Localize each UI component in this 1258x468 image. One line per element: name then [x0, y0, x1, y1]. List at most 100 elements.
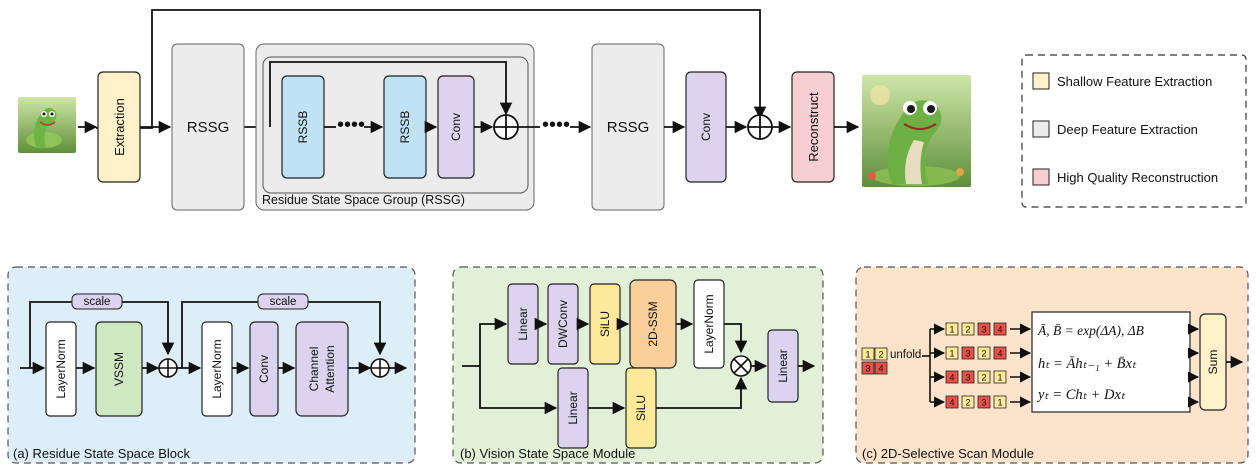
legend-item-shallow: Shallow Feature Extraction	[1032, 72, 1212, 90]
conv-block-a	[249, 321, 279, 417]
rssg-group-label: Residue State Space Group (RSSG)	[262, 193, 465, 207]
channel-attention-label-2: Attention	[323, 345, 337, 392]
scan-patch	[961, 395, 975, 409]
scan-patch	[961, 346, 975, 360]
scan-patch-label: 3	[981, 398, 986, 408]
scan-patch-label: 3	[981, 325, 986, 335]
scan-patch	[977, 370, 991, 384]
dwconv-label: DWConv	[556, 300, 570, 348]
scan-patch	[977, 346, 991, 360]
multiply-node	[730, 355, 752, 377]
layernorm-label-b: LayerNorm	[702, 294, 716, 353]
output-image	[862, 75, 971, 187]
ssm-equation-box	[1031, 311, 1191, 413]
scan-patch-label: 3	[965, 349, 970, 359]
scan-patch	[993, 346, 1007, 360]
linear-label-2: Linear	[566, 391, 580, 424]
svg-text:3: 3	[865, 364, 870, 374]
scan-patch	[945, 322, 959, 336]
equation-output: yₜ = Chₜ + Dxₜ	[1036, 387, 1126, 403]
ellipsis-dots-2: ••••	[542, 114, 570, 136]
ssm-label: 2D-SSM	[646, 301, 660, 346]
layernorm-block-1	[45, 321, 77, 417]
rssg-group-inner-border	[262, 56, 529, 194]
extraction-label: Extraction	[112, 98, 127, 156]
channel-attention-block	[295, 321, 349, 417]
silu-label-2: SiLU	[634, 395, 648, 421]
scale-tag-1	[71, 293, 123, 310]
scan-patch-label: 3	[965, 373, 970, 383]
scale-tag-2	[257, 293, 309, 310]
sum-node-a2	[370, 358, 390, 378]
sum-label: Sum	[1206, 350, 1220, 375]
ellipsis-dots-1: ••••	[337, 114, 365, 136]
linear-label-1: Linear	[516, 307, 530, 340]
scan-patch	[945, 395, 959, 409]
scan-patch-label: 4	[997, 325, 1002, 335]
sum-node-a1	[158, 358, 178, 378]
scale-label-2: scale	[270, 296, 297, 308]
input-image	[18, 97, 76, 153]
legend-item-reconstruction: High Quality Reconstruction	[1032, 168, 1218, 186]
unfold-label: unfold	[890, 349, 921, 361]
scan-patch-label: 2	[965, 398, 970, 408]
scan-patch-label: 4	[997, 349, 1002, 359]
scan-patch-label: 1	[949, 325, 954, 335]
scan-patch-label: 2	[965, 325, 970, 335]
panel-b-caption: (b) Vision State Space Module	[460, 446, 635, 461]
vssm-label: VSSM	[112, 352, 126, 386]
rssb-label-1: RSSB	[296, 111, 310, 144]
rssg-block-1	[171, 43, 245, 211]
layernorm-label-2: LayerNorm	[210, 339, 224, 398]
vssm-block	[95, 321, 143, 417]
legend-label-deep: Deep Feature Extraction	[1057, 122, 1198, 137]
scan-patch	[945, 370, 959, 384]
equation-discretize: Ā, B̄ = exp(ΔA), ΔB	[1037, 323, 1144, 338]
rssg-label-2: RSSG	[607, 119, 650, 136]
panel-a-caption: (a) Residue State Space Block	[13, 446, 191, 461]
legend-box	[1021, 54, 1247, 208]
svg-text:2: 2	[878, 350, 883, 360]
scan-patch	[977, 395, 991, 409]
scan-sequences: 1 2 3 4 1 3 2 4 4 3 2 1 4 2 3 1	[945, 322, 1007, 409]
reconstruct-label: Reconstruct	[806, 92, 821, 162]
scan-patch-label: 2	[981, 373, 986, 383]
svg-text:4: 4	[878, 364, 883, 374]
sum-node-inner	[493, 114, 519, 140]
scan-patch-label: 4	[949, 373, 954, 383]
legend-label-shallow: Shallow Feature Extraction	[1057, 74, 1212, 89]
svg-text:1: 1	[865, 350, 870, 360]
layernorm-label-1: LayerNorm	[54, 339, 68, 398]
scan-patch	[961, 370, 975, 384]
extraction-block	[97, 71, 141, 183]
legend-item-deep: Deep Feature Extraction	[1032, 120, 1198, 138]
channel-attention-label-1: Channel	[307, 347, 321, 392]
scan-patch-label: 4	[949, 398, 954, 408]
scan-patch-label: 1	[997, 398, 1002, 408]
layernorm-block-2	[201, 321, 233, 417]
scan-patch	[945, 346, 959, 360]
conv-label-inner: Conv	[449, 113, 463, 141]
scan-patch	[993, 322, 1007, 336]
legend-label-reconstruction: High Quality Reconstruction	[1057, 170, 1218, 185]
equation-state-update: hₜ = Āhₜ₋₁ + B̄xₜ	[1038, 356, 1137, 372]
linear-label-out: Linear	[776, 349, 790, 382]
scan-patch	[993, 395, 1007, 409]
panel-c-caption: (c) 2D-Selective Scan Module	[862, 446, 1034, 461]
scan-patch	[961, 322, 975, 336]
scan-patch	[993, 370, 1007, 384]
input-patch-grid: 1 2 3 4	[861, 347, 888, 375]
group-skip-connection	[269, 61, 513, 127]
conv-label-outer: Conv	[699, 113, 713, 141]
rssb-label-2: RSSB	[398, 111, 412, 144]
scan-patch-label: 2	[981, 349, 986, 359]
scan-patch-label: 1	[949, 349, 954, 359]
conv-label-a: Conv	[257, 355, 271, 383]
sum-node-outer	[747, 114, 773, 140]
silu-label-1: SiLU	[598, 311, 612, 337]
rssg-label-1: RSSG	[187, 119, 230, 136]
scan-patch	[977, 322, 991, 336]
scale-label-1: scale	[84, 296, 111, 308]
scan-patch-label: 1	[997, 373, 1002, 383]
